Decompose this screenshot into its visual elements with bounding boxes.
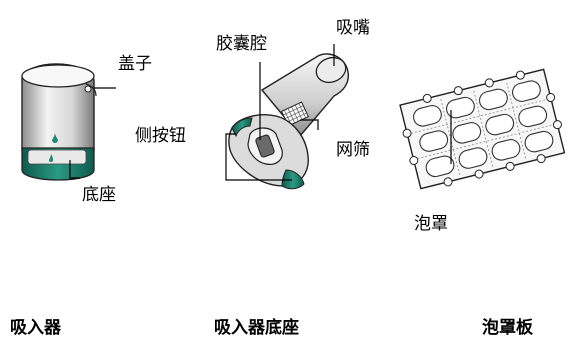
label-mouthpiece: 吸嘴 bbox=[336, 18, 370, 38]
caption-blister-card: 泡罩板 bbox=[482, 318, 533, 338]
label-base: 底座 bbox=[82, 185, 116, 205]
inhaler-base-device bbox=[228, 53, 349, 190]
label-blister: 泡罩 bbox=[414, 214, 448, 234]
leader-side-buttons bbox=[225, 133, 292, 181]
leader-base bbox=[69, 160, 80, 179]
blister-card bbox=[399, 68, 566, 190]
caption-inhaler: 吸入器 bbox=[10, 318, 61, 338]
label-cap: 盖子 bbox=[118, 54, 152, 74]
leader-mesh bbox=[300, 119, 319, 130]
inhaler-device bbox=[21, 63, 97, 181]
caption-inhaler-base: 吸入器底座 bbox=[214, 318, 299, 338]
label-mesh: 网筛 bbox=[336, 140, 370, 160]
label-capsule-chamber: 胶囊腔 bbox=[216, 34, 267, 54]
label-side-buttons: 侧按钮 bbox=[135, 126, 186, 146]
